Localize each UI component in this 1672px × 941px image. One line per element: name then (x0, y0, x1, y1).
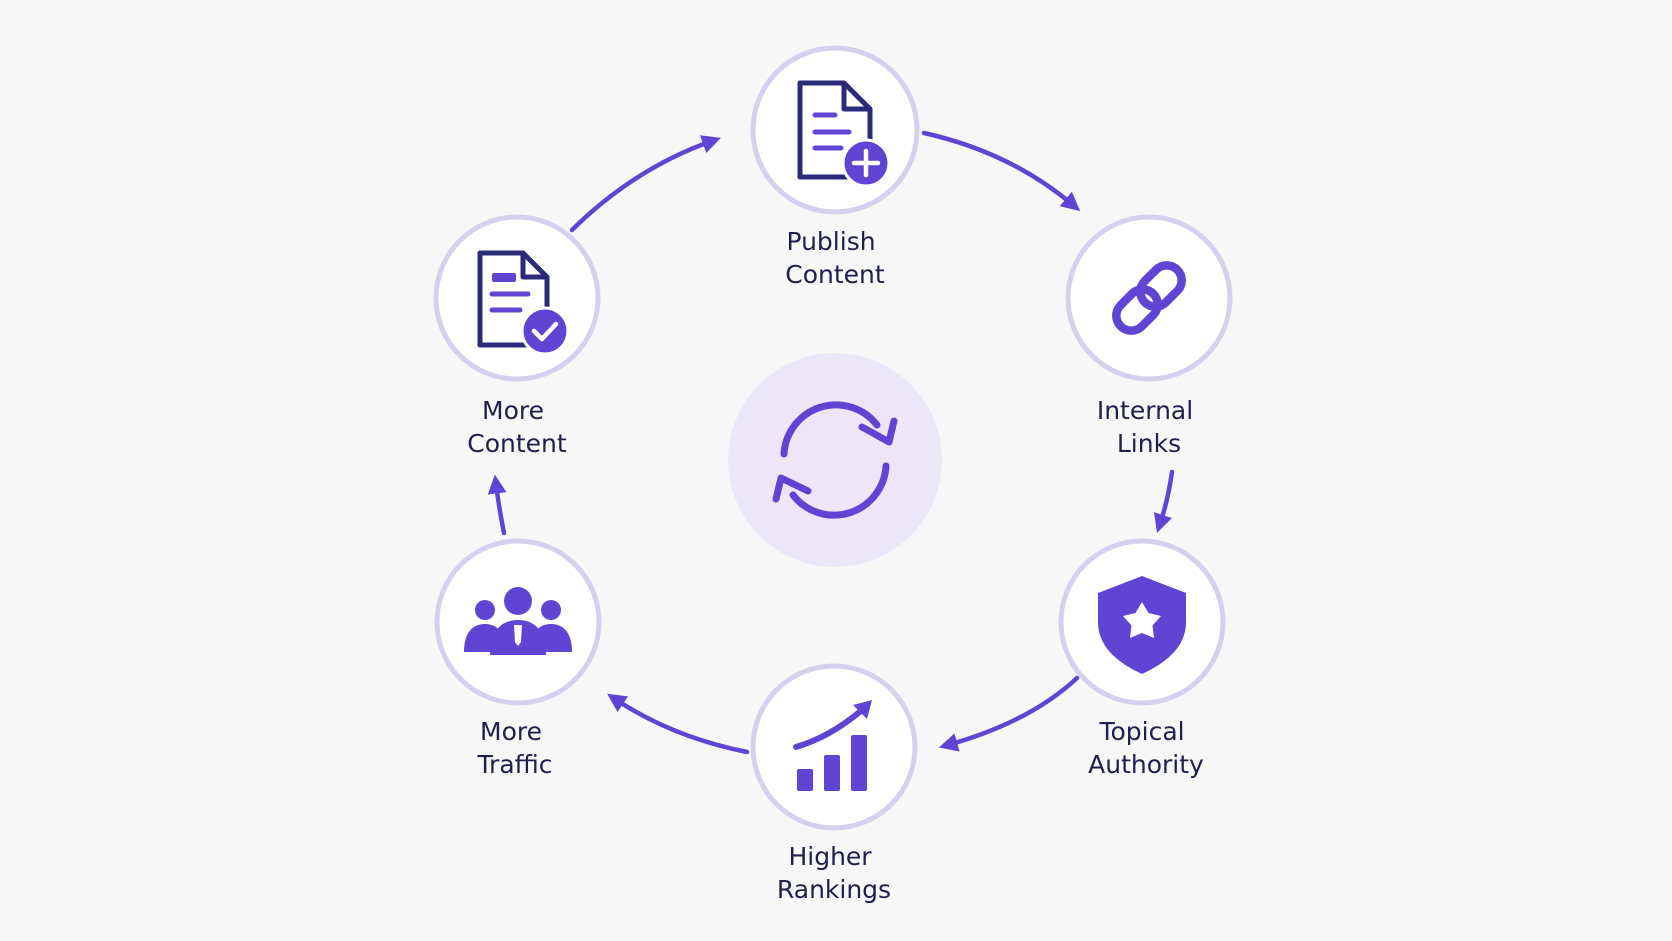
node-higher-rankings: Higher Rankings (750, 663, 918, 904)
node-label-internal-links: Internal Links (1097, 396, 1201, 458)
node-label-more-content: More Content (467, 396, 567, 458)
label-line: More (480, 717, 542, 746)
node-more-traffic: More Traffic (434, 538, 602, 779)
refresh-cycle-icon (772, 401, 898, 519)
arrow-content-to-publish (569, 135, 721, 233)
users-group-icon (464, 587, 572, 655)
document-check-icon (477, 250, 570, 356)
label-line: Content (785, 260, 885, 289)
chain-link-icon (1112, 261, 1186, 335)
node-publish-content: Publish Content (750, 45, 920, 289)
arrow-rankings-to-traffic (607, 693, 750, 755)
center-cycle (728, 353, 942, 567)
arrow-publish-to-links (921, 130, 1081, 212)
node-label-publish-content: Publish Content (785, 227, 885, 289)
label-line: Topical (1098, 717, 1184, 746)
arrow-authority-to-rankings (938, 675, 1080, 752)
label-line: Traffic (476, 750, 552, 779)
node-label-higher-rankings: Higher Rankings (777, 842, 891, 904)
label-line: Authority (1088, 750, 1204, 779)
label-line: Internal (1097, 396, 1193, 425)
label-line: Rankings (777, 875, 891, 904)
shield-star-icon (1098, 576, 1186, 674)
label-line: Content (467, 429, 567, 458)
label-line: Higher (788, 842, 872, 871)
arrow-links-to-authority (1154, 469, 1175, 533)
label-line: More (482, 396, 544, 425)
node-more-content: More Content (433, 214, 601, 458)
node-label-topical-authority: Topical Authority (1088, 717, 1204, 779)
node-internal-links: Internal Links (1065, 214, 1233, 458)
node-label-more-traffic: More Traffic (476, 717, 552, 779)
label-line: Links (1117, 429, 1181, 458)
cycle-arrows (487, 130, 1175, 755)
label-line: Publish (786, 227, 875, 256)
growth-chart-icon (793, 700, 872, 791)
arrow-traffic-to-content (487, 474, 507, 536)
node-topical-authority: Topical Authority (1058, 538, 1226, 779)
document-plus-icon (797, 80, 891, 188)
